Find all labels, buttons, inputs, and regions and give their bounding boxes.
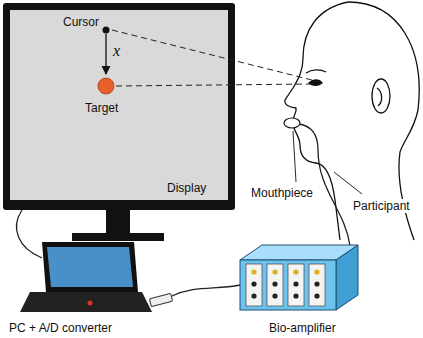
monitor-neck <box>106 210 130 234</box>
monitor-screen <box>10 10 228 200</box>
module-knob <box>293 293 298 298</box>
module-knob <box>251 281 256 286</box>
module-knob <box>293 281 298 286</box>
amplifier-label: Bio-amplifier <box>268 321 337 335</box>
display-cable <box>16 210 42 258</box>
module-knob <box>293 269 298 274</box>
label-holder: Target <box>84 98 119 116</box>
mouthpiece <box>284 118 300 128</box>
monitor-base <box>72 233 164 241</box>
laptop <box>20 242 152 312</box>
leader-line <box>293 131 296 182</box>
amplifier-module <box>246 264 262 306</box>
cursor-label: Cursor <box>62 15 100 29</box>
bio-amplifier-box <box>240 245 358 310</box>
gaze-line <box>112 30 312 80</box>
display-label: Display <box>166 181 207 195</box>
displacement-arrow <box>105 34 106 74</box>
variable-label: x <box>112 42 121 59</box>
monitor-frame <box>3 3 235 210</box>
module-knob <box>272 281 277 286</box>
amplifier-module <box>309 264 325 306</box>
gaze-line <box>116 84 312 86</box>
label-holder: PC + A/D converter <box>8 318 113 336</box>
amplifier-module <box>288 264 304 306</box>
label-holder: x <box>112 42 121 60</box>
module-knob <box>251 269 256 274</box>
pc-label: PC + A/D converter <box>8 321 113 335</box>
amplifier-modules <box>246 264 325 306</box>
usb-cable <box>172 285 240 296</box>
label-holder: Display <box>166 178 207 196</box>
electrode-cable <box>299 124 350 246</box>
label-holder: Cursor <box>62 12 100 30</box>
module-knob <box>251 293 256 298</box>
participant-label: Participant <box>352 199 411 213</box>
module-knob <box>314 269 319 274</box>
label-holder: Mouthpiece <box>250 183 314 201</box>
module-knob <box>272 269 277 274</box>
label-holder: Bio-amplifier <box>268 318 337 336</box>
label-holder: Participant <box>352 196 411 214</box>
target-label: Target <box>84 101 119 115</box>
module-knob <box>314 281 319 286</box>
participant-head <box>285 2 419 240</box>
cursor-dot <box>103 27 110 34</box>
amplifier-module <box>267 264 283 306</box>
mouthpiece-label: Mouthpiece <box>250 186 314 200</box>
usb-adapter <box>149 293 172 306</box>
module-knob <box>272 293 277 298</box>
leader-line <box>334 172 362 194</box>
target-circle <box>98 78 114 94</box>
module-knob <box>314 293 319 298</box>
